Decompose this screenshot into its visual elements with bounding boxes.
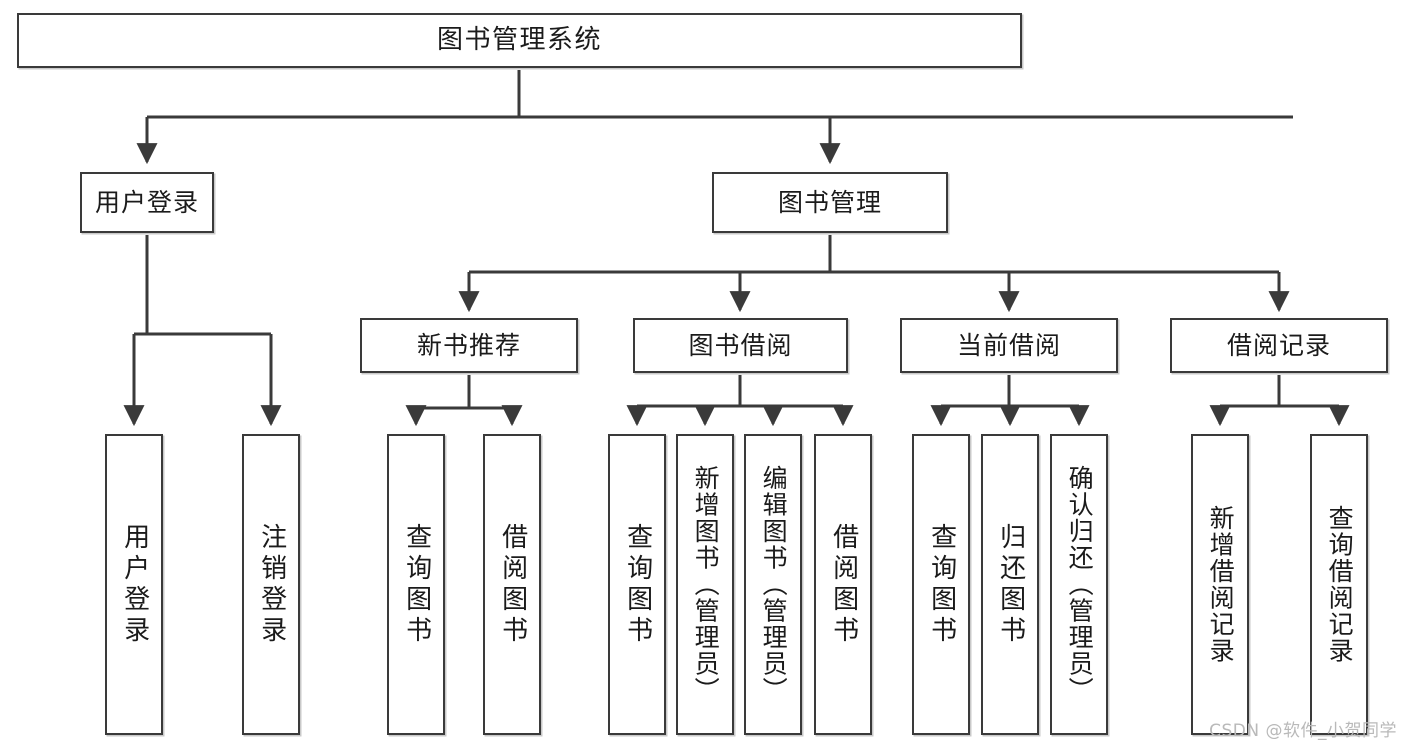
node-leaf-borrow-book-1-label: 借阅图书 — [497, 522, 528, 647]
node-borrow-record-label: 借阅记录 — [1226, 330, 1331, 360]
node-leaf-add-record-label: 新增借阅记录 — [1206, 505, 1236, 664]
node-leaf-add-book[interactable]: 新增图书（管理员） — [676, 434, 734, 735]
node-leaf-edit-book[interactable]: 编辑图书（管理员） — [744, 434, 802, 735]
node-book-manage-label: 图书管理 — [777, 187, 882, 217]
node-root[interactable]: 图书管理系统 — [17, 13, 1022, 68]
node-leaf-user-login[interactable]: 用户登录 — [105, 434, 163, 735]
node-leaf-return-book[interactable]: 归还图书 — [981, 434, 1039, 735]
node-leaf-borrow-book-2-label: 借阅图书 — [828, 522, 859, 647]
node-current-borrow[interactable]: 当前借阅 — [900, 318, 1118, 373]
node-leaf-add-book-label: 新增图书（管理员） — [691, 465, 721, 704]
node-leaf-confirm-return-label: 确认归还（管理员） — [1065, 465, 1095, 704]
node-leaf-query-book-2-label: 查询图书 — [622, 522, 653, 647]
node-leaf-borrow-book-1[interactable]: 借阅图书 — [483, 434, 541, 735]
node-leaf-query-book-3[interactable]: 查询图书 — [912, 434, 970, 735]
node-current-borrow-label: 当前借阅 — [956, 330, 1061, 360]
node-new-book-recommend-label: 新书推荐 — [416, 330, 521, 360]
node-leaf-edit-book-label: 编辑图书（管理员） — [759, 465, 789, 704]
node-leaf-user-logout[interactable]: 注销登录 — [242, 434, 300, 735]
node-leaf-user-login-label: 用户登录 — [119, 522, 150, 647]
node-book-borrow[interactable]: 图书借阅 — [633, 318, 848, 373]
node-borrow-record[interactable]: 借阅记录 — [1170, 318, 1388, 373]
node-user-login[interactable]: 用户登录 — [80, 172, 214, 233]
watermark: CSDN @软件_小贺同学 — [1209, 721, 1397, 741]
node-root-label: 图书管理系统 — [436, 25, 602, 56]
node-user-login-label: 用户登录 — [94, 187, 199, 217]
node-leaf-query-book-1-label: 查询图书 — [401, 522, 432, 647]
node-leaf-query-book-1[interactable]: 查询图书 — [387, 434, 445, 735]
node-leaf-add-record[interactable]: 新增借阅记录 — [1191, 434, 1249, 735]
node-leaf-confirm-return[interactable]: 确认归还（管理员） — [1050, 434, 1108, 735]
node-leaf-user-logout-label: 注销登录 — [256, 522, 287, 647]
node-leaf-query-book-2[interactable]: 查询图书 — [608, 434, 666, 735]
node-book-borrow-label: 图书借阅 — [688, 330, 793, 360]
node-new-book-recommend[interactable]: 新书推荐 — [360, 318, 578, 373]
node-leaf-return-book-label: 归还图书 — [995, 522, 1026, 647]
node-leaf-query-record[interactable]: 查询借阅记录 — [1310, 434, 1368, 735]
node-book-manage[interactable]: 图书管理 — [712, 172, 948, 233]
node-leaf-query-book-3-label: 查询图书 — [926, 522, 957, 647]
node-leaf-query-record-label: 查询借阅记录 — [1325, 505, 1355, 664]
node-leaf-borrow-book-2[interactable]: 借阅图书 — [814, 434, 872, 735]
